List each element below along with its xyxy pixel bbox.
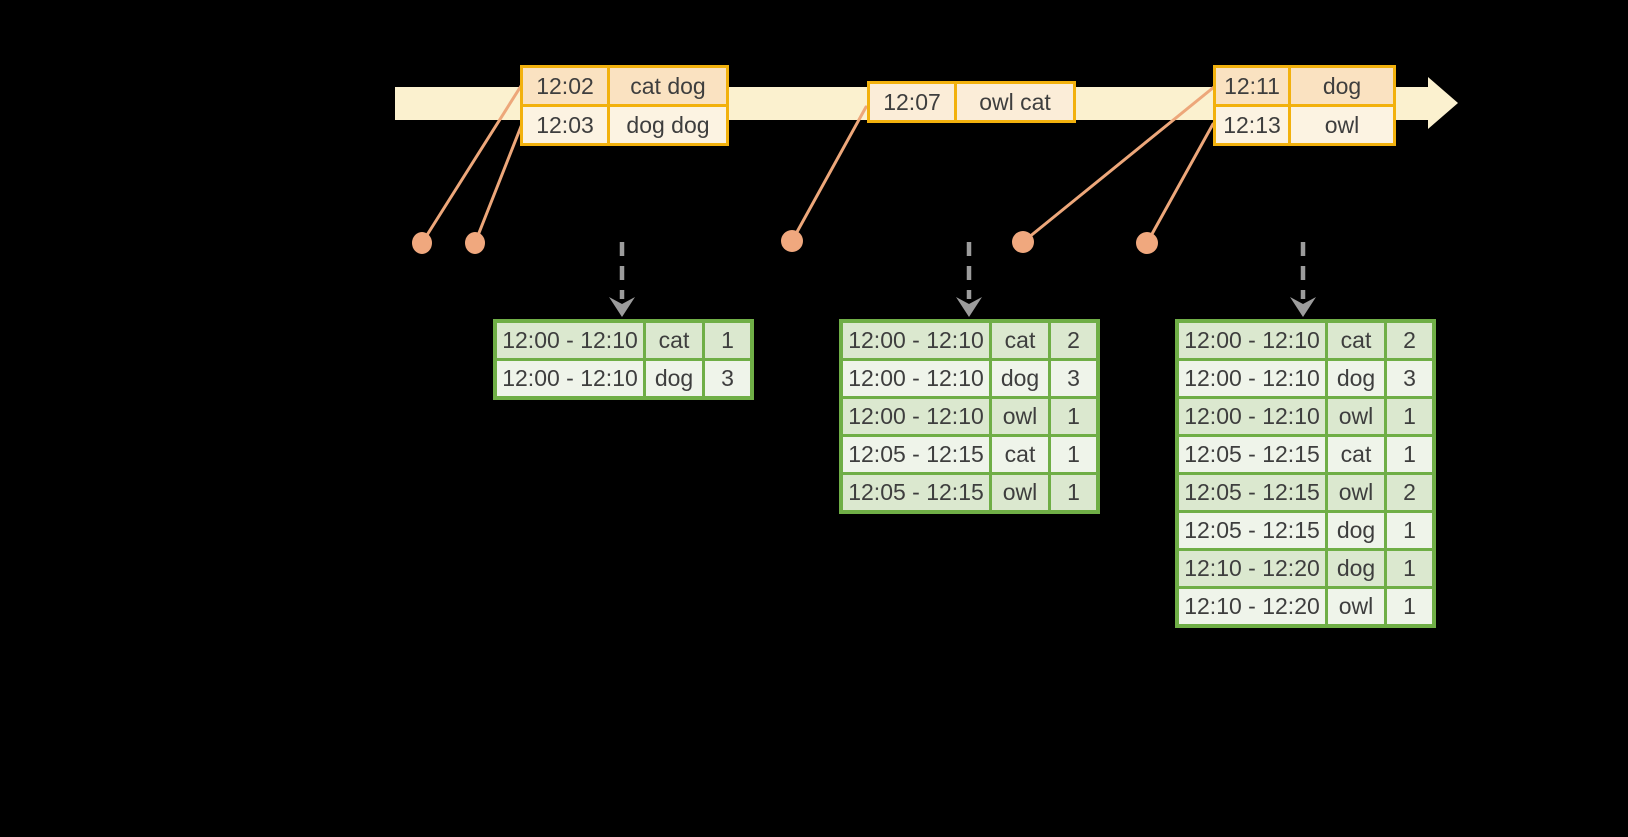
word-cell: cat	[1325, 434, 1387, 475]
connector-line	[473, 122, 524, 245]
event-time-cell: 12:03	[520, 104, 610, 146]
result-row: 12:10 - 12:20 dog 1	[1175, 548, 1436, 589]
event-time-cell: 12:07	[867, 81, 957, 123]
word-cell: dog	[1325, 358, 1387, 399]
result-row: 12:10 - 12:20 owl 1	[1175, 586, 1436, 628]
word-cell: owl	[1325, 472, 1387, 513]
word-cell: cat	[1325, 319, 1387, 361]
window-cell: 12:10 - 12:20	[1175, 548, 1328, 589]
count-cell: 1	[1384, 510, 1436, 551]
event-row: 12:02 cat dog	[520, 65, 729, 107]
result-table-1: 12:00 - 12:10 cat 1 12:00 - 12:10 dog 3	[493, 319, 754, 400]
event-row: 12:11 dog	[1213, 65, 1396, 107]
window-cell: 12:05 - 12:15	[839, 434, 992, 475]
window-cell: 12:00 - 12:10	[493, 358, 646, 400]
event-words-cell: dog	[1288, 65, 1396, 107]
window-cell: 12:05 - 12:15	[839, 472, 992, 514]
window-cell: 12:00 - 12:10	[839, 319, 992, 361]
connector-line	[420, 84, 523, 245]
event-words-cell: cat dog	[607, 65, 729, 107]
window-cell: 12:10 - 12:20	[1175, 586, 1328, 628]
result-row: 12:05 - 12:15 owl 2	[1175, 472, 1436, 513]
window-cell: 12:00 - 12:10	[1175, 396, 1328, 437]
word-cell: dog	[643, 358, 705, 400]
connector-line	[790, 105, 868, 243]
connector-line	[1145, 122, 1215, 245]
count-cell: 1	[1048, 396, 1100, 437]
count-cell: 1	[1048, 472, 1100, 514]
event-table-3: 12:11 dog 12:13 owl	[1213, 65, 1396, 146]
word-cell: owl	[1325, 396, 1387, 437]
result-row: 12:05 - 12:15 dog 1	[1175, 510, 1436, 551]
event-row: 12:07 owl cat	[867, 81, 1076, 123]
window-cell: 12:00 - 12:10	[1175, 319, 1328, 361]
result-table-2: 12:00 - 12:10 cat 2 12:00 - 12:10 dog 3 …	[839, 319, 1100, 514]
result-row: 12:00 - 12:10 dog 3	[493, 358, 754, 400]
count-cell: 3	[1048, 358, 1100, 399]
result-row: 12:05 - 12:15 cat 1	[1175, 434, 1436, 475]
event-time-cell: 12:11	[1213, 65, 1291, 107]
result-row: 12:00 - 12:10 dog 3	[1175, 358, 1436, 399]
event-dot-icon	[781, 230, 803, 252]
event-words-cell: owl cat	[954, 81, 1076, 123]
word-cell: dog	[1325, 510, 1387, 551]
result-row: 12:00 - 12:10 cat 2	[839, 319, 1100, 361]
result-row: 12:00 - 12:10 cat 1	[493, 319, 754, 361]
word-cell: owl	[1325, 586, 1387, 628]
event-row: 12:03 dog dog	[520, 104, 729, 146]
result-row: 12:05 - 12:15 cat 1	[839, 434, 1100, 475]
word-cell: cat	[989, 319, 1051, 361]
count-cell: 1	[1384, 548, 1436, 589]
event-time-cell: 12:02	[520, 65, 610, 107]
count-cell: 1	[702, 319, 754, 361]
window-cell: 12:00 - 12:10	[493, 319, 646, 361]
window-cell: 12:05 - 12:15	[1175, 510, 1328, 551]
result-row: 12:00 - 12:10 owl 1	[839, 396, 1100, 437]
count-cell: 1	[1384, 396, 1436, 437]
word-cell: owl	[989, 396, 1051, 437]
window-cell: 12:05 - 12:15	[1175, 472, 1328, 513]
word-cell: owl	[989, 472, 1051, 514]
count-cell: 1	[1384, 434, 1436, 475]
result-row: 12:00 - 12:10 dog 3	[839, 358, 1100, 399]
trigger-arrowhead-icon	[609, 297, 635, 317]
word-cell: dog	[989, 358, 1051, 399]
result-row: 12:05 - 12:15 owl 1	[839, 472, 1100, 514]
count-cell: 2	[1048, 319, 1100, 361]
event-dot-icon	[412, 232, 432, 254]
result-row: 12:00 - 12:10 cat 2	[1175, 319, 1436, 361]
event-table-2: 12:07 owl cat	[867, 81, 1076, 123]
result-table-3: 12:00 - 12:10 cat 2 12:00 - 12:10 dog 3 …	[1175, 319, 1436, 628]
event-dot-icon	[1136, 232, 1158, 254]
event-table-1: 12:02 cat dog 12:03 dog dog	[520, 65, 729, 146]
event-time-cell: 12:13	[1213, 104, 1291, 146]
event-row: 12:13 owl	[1213, 104, 1396, 146]
word-cell: dog	[1325, 548, 1387, 589]
event-words-cell: owl	[1288, 104, 1396, 146]
result-row: 12:00 - 12:10 owl 1	[1175, 396, 1436, 437]
event-time-axis-arrowhead-icon	[1428, 77, 1458, 129]
event-words-cell: dog dog	[607, 104, 729, 146]
event-dot-icon	[1012, 231, 1034, 253]
connector-line	[1021, 85, 1216, 244]
event-dot-icon	[465, 232, 485, 254]
word-cell: cat	[989, 434, 1051, 475]
trigger-arrowhead-icon	[956, 297, 982, 317]
count-cell: 1	[1384, 586, 1436, 628]
count-cell: 2	[1384, 472, 1436, 513]
count-cell: 3	[1384, 358, 1436, 399]
trigger-arrowhead-icon	[1290, 297, 1316, 317]
window-cell: 12:00 - 12:10	[1175, 358, 1328, 399]
count-cell: 1	[1048, 434, 1100, 475]
count-cell: 3	[702, 358, 754, 400]
window-cell: 12:00 - 12:10	[839, 358, 992, 399]
word-cell: cat	[643, 319, 705, 361]
window-cell: 12:00 - 12:10	[839, 396, 992, 437]
count-cell: 2	[1384, 319, 1436, 361]
window-cell: 12:05 - 12:15	[1175, 434, 1328, 475]
